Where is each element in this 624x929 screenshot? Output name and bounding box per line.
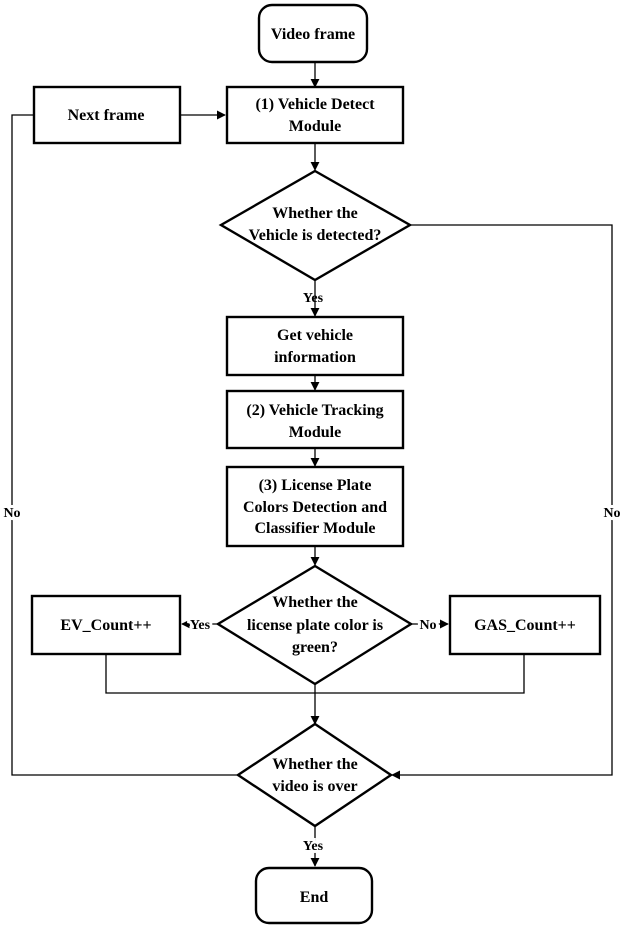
green-no-label: No	[419, 618, 436, 633]
green-q-text-3: green?	[292, 639, 338, 656]
node-tracking	[225, 389, 405, 450]
over-no-label: No	[3, 506, 20, 521]
vehicle-detect-text-1: (1) Vehicle Detect	[255, 96, 375, 113]
green-q-text-1: Whether the	[272, 594, 357, 611]
tracking-text-2: Module	[289, 424, 341, 441]
video-over-text-2: video is over	[272, 778, 357, 795]
video-frame-text: Video frame	[271, 26, 355, 43]
node-get-info	[225, 315, 405, 377]
node-vehicle-detect	[225, 85, 405, 145]
video-over-text-1: Whether the	[272, 756, 357, 773]
detected-q-text-1: Whether the	[272, 205, 357, 222]
ev-count-text: EV_Count++	[60, 617, 151, 634]
get-info-text-2: information	[274, 349, 356, 366]
green-q-text-2: license plate color is	[247, 617, 383, 634]
node-video-frame	[257, 3, 369, 64]
detected-yes-label: Yes	[303, 291, 324, 306]
node-detected-decision	[218, 169, 413, 282]
end-text: End	[300, 889, 329, 906]
node-end	[254, 866, 374, 925]
detected-q-text-2: Vehicle is detected?	[249, 227, 382, 244]
node-next-frame	[32, 85, 182, 145]
node-green-decision	[215, 564, 414, 686]
node-ev-count	[30, 594, 182, 656]
node-gas-count	[448, 594, 602, 656]
edge-q3-no	[11, 114, 238, 776]
plate-module-text-3: Classifier Module	[254, 520, 375, 537]
get-info-text-1: Get vehicle	[277, 327, 353, 344]
edge-q1-no	[391, 224, 613, 780]
gas-count-text: GAS_Count++	[474, 617, 576, 634]
plate-module-text-2: Colors Detection and	[243, 499, 387, 516]
plate-module-text-1: (3) License Plate	[259, 477, 372, 494]
green-yes-label: Yes	[190, 618, 211, 633]
tracking-text-1: (2) Vehicle Tracking	[246, 402, 383, 419]
detected-no-label: No	[603, 506, 620, 521]
vehicle-detect-text-2: Module	[289, 118, 341, 135]
node-video-over-decision	[235, 722, 394, 828]
next-frame-text: Next frame	[68, 107, 145, 124]
node-plate-module	[225, 465, 405, 548]
connectors	[11, 62, 613, 867]
over-yes-label: Yes	[303, 839, 324, 854]
